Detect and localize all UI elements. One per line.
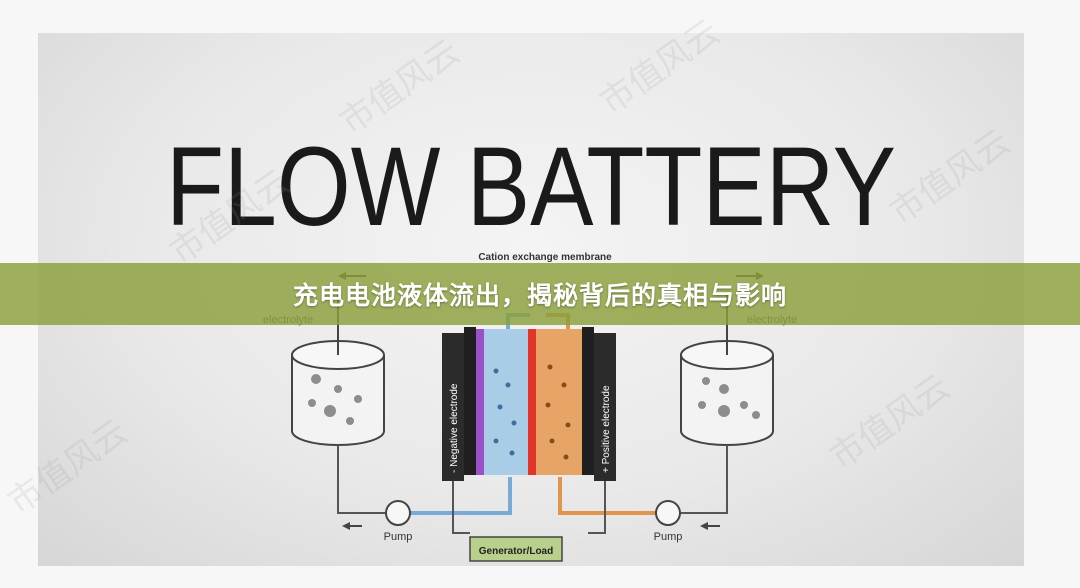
membrane-label: Cation exchange membrane: [478, 252, 612, 263]
banner-title: 充电电池液体流出，揭秘背后的真相与影响: [292, 281, 787, 310]
right-pump-label: Pump: [654, 531, 683, 543]
right-electrolyte-tank: [680, 293, 774, 446]
battery-cell-stack: [442, 313, 616, 481]
right-return-pipe: [678, 445, 728, 514]
diagram-heading: FLOW BATTERY: [166, 124, 896, 249]
left-bottom-arrowhead: [342, 522, 350, 530]
right-bottom-arrowhead: [700, 522, 708, 530]
left-return-pipe: [337, 445, 388, 514]
left-pump: [385, 500, 411, 526]
generator-load-label: Generator/Load: [479, 546, 553, 557]
right-pump: [655, 500, 681, 526]
negative-electrode-label: - Negative electrode: [449, 383, 460, 473]
generator-wires: [452, 481, 606, 534]
title-banner: 充电电池液体流出，揭秘背后的真相与影响: [0, 263, 1080, 325]
left-pump-label: Pump: [384, 531, 413, 543]
generator-load-box: [469, 536, 563, 562]
right-feed-pipe: [558, 477, 656, 515]
left-feed-pipe: [410, 477, 512, 515]
positive-electrode-label: + Positive electrode: [601, 385, 612, 473]
